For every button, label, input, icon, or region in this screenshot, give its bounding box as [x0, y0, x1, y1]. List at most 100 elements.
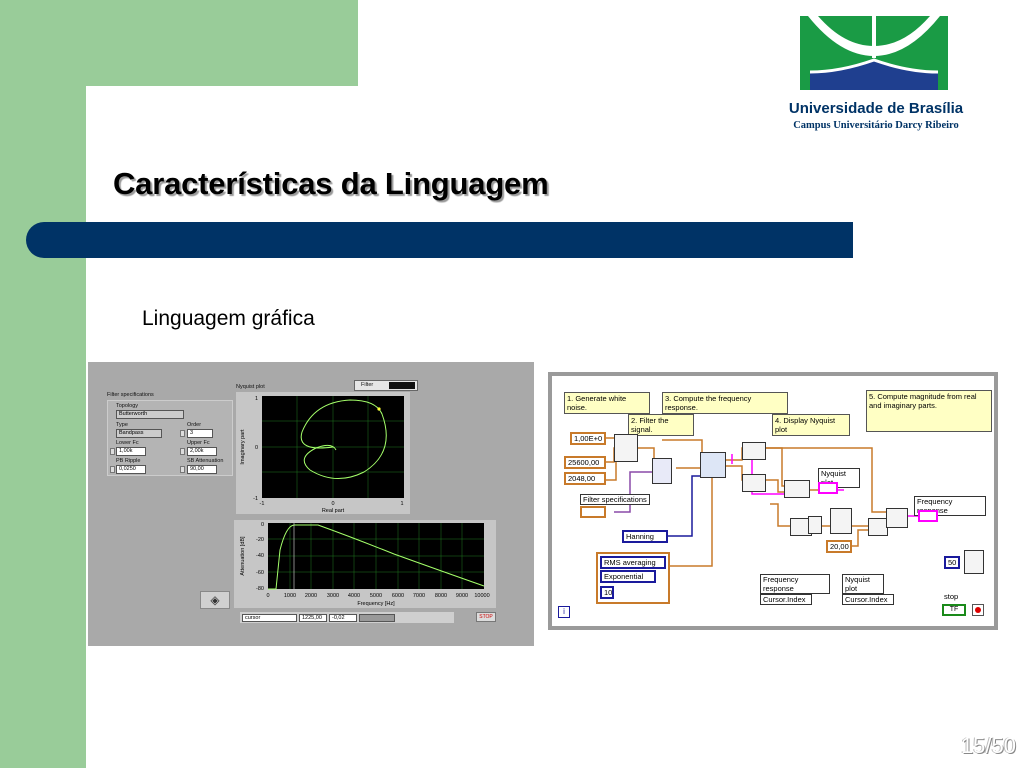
stop-terminal[interactable]: TF [942, 604, 966, 616]
resp-xtick-4000: 4000 [348, 593, 360, 599]
resp-xtick-0: 0 [266, 593, 269, 599]
bundle-icon[interactable] [784, 480, 810, 498]
resp-ytick-60: -60 [256, 570, 264, 576]
cursor-name[interactable]: cursor [242, 614, 297, 622]
resp-xtick-3000: 3000 [327, 593, 339, 599]
university-campus: Campus Universitário Darcy Ribeiro [793, 120, 959, 131]
note-nyquist: 4. Display Nyquist plot [772, 414, 850, 436]
lower-fc-label: Lower Fc [116, 440, 139, 446]
nyquist-legend-label: Filter [361, 382, 374, 388]
log-icon[interactable] [830, 508, 852, 534]
cursor-y[interactable]: -0,02 [329, 614, 357, 622]
nyq-xtick-m1: -1 [260, 501, 265, 507]
upper-fc-label: Upper Fc [187, 440, 210, 446]
resp-xtick-8000: 8000 [435, 593, 447, 599]
response-plot-svg: 0 -20 -40 -60 -80 0 1000 2000 3000 4000 … [240, 522, 490, 607]
title-underline-bar [26, 222, 853, 258]
order-field[interactable]: 3 [187, 429, 213, 438]
nyq-ytick-m1: -1 [253, 496, 258, 502]
cursor-controls-icon[interactable] [359, 614, 395, 622]
resp-xtick-2000: 2000 [305, 593, 317, 599]
pb-ripple-field[interactable]: 0,0250 [116, 465, 146, 474]
stop-label: stop [942, 592, 964, 601]
nyq-xlabel: Real part [322, 508, 345, 514]
unbundle-top-icon[interactable] [742, 442, 766, 460]
constant-amplitude[interactable]: 1,00E+0 [570, 432, 606, 445]
nyquist-property-label: Nyquist plot [842, 574, 884, 594]
freq-resp-property-label: Frequency response [760, 574, 830, 594]
lower-fc-spinner[interactable] [110, 448, 115, 455]
resp-xtick-1000: 1000 [284, 593, 296, 599]
lower-fc-field[interactable]: 1,00k [116, 447, 146, 456]
nyq-xtick-1: 1 [400, 501, 403, 507]
wait-timer-icon[interactable] [964, 550, 984, 574]
constant-db[interactable]: 20,00 [826, 540, 852, 553]
order-spinner[interactable] [180, 430, 185, 437]
resp-ylabel: Attenuation [dB] [240, 536, 246, 576]
nyquist-plot-title: Nyquist plot [236, 384, 265, 390]
resp-xlabel: Frequency [Hz] [357, 601, 395, 607]
resp-ytick-20: -20 [256, 537, 264, 543]
nyquist-indicator[interactable] [818, 482, 838, 494]
averages-count[interactable]: 10 [600, 586, 614, 599]
resp-xtick-9000: 9000 [456, 593, 468, 599]
freq-resp-indicator[interactable] [918, 510, 938, 522]
frequency-response-vi-icon[interactable] [700, 452, 726, 478]
multiply-db-icon[interactable] [868, 518, 888, 536]
sb-attenuation-spinner[interactable] [180, 466, 185, 473]
resp-ytick-80: -80 [256, 586, 264, 592]
page-number: 15/50 [960, 733, 1016, 758]
pb-ripple-spinner[interactable] [110, 466, 115, 473]
constant-sampling-rate[interactable]: 25600,00 [564, 456, 606, 469]
averaging-mode[interactable]: RMS averaging [600, 556, 666, 569]
legend-swatch [389, 382, 415, 389]
filter-vi-icon[interactable] [652, 458, 672, 484]
constant-samples[interactable]: 2048,00 [564, 472, 606, 485]
type-label: Type [116, 422, 128, 428]
loop-condition-icon[interactable] [972, 604, 984, 616]
note-generate-noise: 1. Generate white noise. [564, 392, 650, 414]
upper-fc-spinner[interactable] [180, 448, 185, 455]
resp-ytick-0: 0 [261, 522, 264, 528]
freq-resp-cursor-index[interactable]: Cursor.Index [760, 594, 812, 605]
slide-title: Características da Linguagem [113, 166, 549, 201]
resp-xtick-10000: 10000 [474, 593, 489, 599]
nyq-ylabel: Imaginary part [240, 429, 246, 465]
background-green-sidebar [0, 0, 86, 768]
university-logo [800, 16, 948, 90]
resp-xtick-5000: 5000 [370, 593, 382, 599]
cursor-x[interactable]: 1225,00 [299, 614, 327, 622]
graph-palette-icon[interactable]: ◈ [200, 591, 230, 609]
bundle-magnitude-icon[interactable] [886, 508, 908, 528]
weighting-mode[interactable]: Exponential [600, 570, 656, 583]
filter-specs-cluster: Topology Butterworth Type Bandpass Order… [107, 400, 233, 476]
filter-specs-terminal[interactable] [580, 506, 606, 518]
pb-ripple-label: PB Ripple [116, 458, 141, 464]
white-noise-vi-icon[interactable] [614, 434, 638, 462]
note-filter-signal: 2. Filter the signal. [628, 414, 694, 436]
labview-block-diagram: 1. Generate white noise. 2. Filter the s… [548, 372, 998, 630]
topology-label: Topology [116, 403, 139, 409]
type-select[interactable]: Bandpass [116, 429, 162, 438]
slide-subtitle: Linguagem gráfica [142, 307, 315, 330]
nyquist-cursor-index[interactable]: Cursor.Index [842, 594, 894, 605]
filter-specs-title: Filter specifications [107, 392, 154, 398]
sb-attenuation-field[interactable]: 90,00 [187, 465, 217, 474]
sqrt-icon[interactable] [808, 516, 822, 534]
topology-select[interactable]: Butterworth [116, 410, 184, 419]
nyq-ytick-1: 1 [255, 396, 258, 402]
nyquist-legend[interactable]: Filter [354, 380, 418, 391]
nyq-xtick-0: 0 [331, 501, 334, 507]
loop-index-terminal: i [558, 606, 570, 618]
unbundle-bottom-icon[interactable] [742, 474, 766, 492]
university-name: Universidade de Brasília [788, 100, 964, 117]
stop-button[interactable]: STOP [476, 612, 496, 622]
label-filter-specs: Filter specifications [580, 494, 650, 505]
stop-condition-icon [975, 607, 981, 613]
wait-ms-constant[interactable]: 50 [944, 556, 960, 569]
resp-ytick-40: -40 [256, 553, 264, 559]
upper-fc-field[interactable]: 2,00k [187, 447, 217, 456]
note-frequency-response: 3. Compute the frequency response. [662, 392, 788, 414]
window-hanning[interactable]: Hanning [622, 530, 668, 543]
note-magnitude: 5. Compute magnitude from real and imagi… [866, 390, 992, 432]
